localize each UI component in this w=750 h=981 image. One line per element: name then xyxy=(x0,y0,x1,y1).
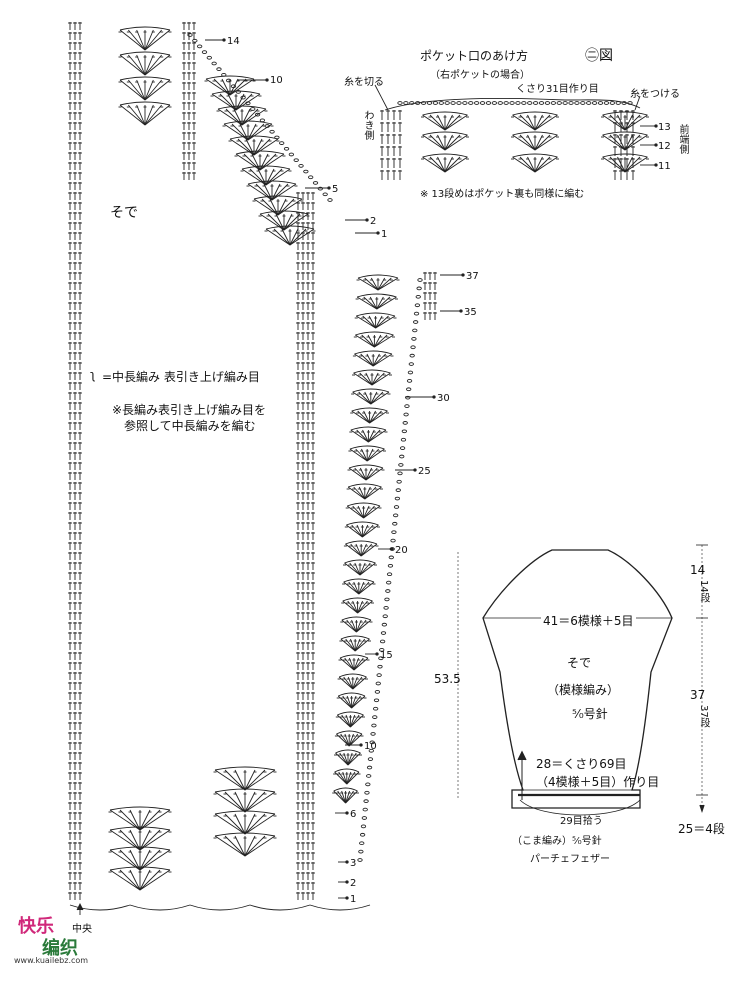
row-mark: 1 xyxy=(381,229,388,240)
body-rows-cm: 37 xyxy=(690,688,706,702)
sleeve-title: そで xyxy=(110,205,138,221)
pocket-note: ※ 13段めはポケット裏も同様に編む xyxy=(420,189,585,200)
cast-on-line-1: 28＝くさり69目 xyxy=(536,757,627,771)
row-mark: 25 xyxy=(418,466,431,477)
legend-symbol: ʅ xyxy=(90,368,96,382)
watermark-text-1: 快乐 xyxy=(18,916,54,937)
sleeve-outline xyxy=(482,549,673,809)
legend-line-1: =中長編み 表引き上げ編み目 xyxy=(102,370,260,384)
row-mark: 2 xyxy=(370,216,377,227)
cuff-measure: 25＝4段 xyxy=(678,822,725,836)
row-mark: 30 xyxy=(437,393,450,404)
watermark-logo: 快乐 编织 www.kuailebz.com xyxy=(14,912,96,974)
schematic-name: そで xyxy=(567,656,592,670)
schematic-needle: ⁵⁄₀号針 xyxy=(572,707,608,721)
cap-rows: 14段 xyxy=(698,580,709,603)
legend-line-2: ※長編み表引き上げ編み目を xyxy=(112,403,267,417)
cap-rows-cm: 14 xyxy=(690,563,706,577)
pocket-stitch-chart xyxy=(374,84,658,180)
row-mark: 37 xyxy=(466,271,479,282)
legend-line-3: 参照して中長編みを編む xyxy=(124,419,256,433)
pickup-note: 29目拾う xyxy=(560,816,603,827)
center-label: 中央 xyxy=(72,924,92,935)
pocket-row-mark: 13 xyxy=(658,122,671,133)
row-mark: 1 xyxy=(350,894,357,905)
cut-yarn-label: 糸を切る xyxy=(344,77,384,88)
chain-note: くさり31目作り目 xyxy=(516,84,599,95)
row-mark: 6 xyxy=(350,809,357,820)
height-total: 53.5 xyxy=(434,672,461,686)
attach-yarn-label: 糸をつける xyxy=(630,89,680,100)
watermark-text-2: 编织 xyxy=(42,938,78,959)
body-rows: 37段 xyxy=(698,705,709,728)
pocket-title: ポケット口のあけ方 xyxy=(420,49,529,63)
row-mark: 2 xyxy=(350,878,357,889)
schematic-pattern: （模様編み） xyxy=(547,683,620,697)
row-mark: 14 xyxy=(227,36,240,47)
cuff-pattern: （こま編み）⁵⁄₀号針 xyxy=(512,836,602,847)
row-mark: 20 xyxy=(395,545,408,556)
width-top: 41＝6模様＋5目 xyxy=(541,612,636,629)
sleeve-stitch-chart xyxy=(68,22,465,915)
row-mark: 35 xyxy=(464,307,477,318)
pocket-subtitle: （右ポケットの場合） xyxy=(430,70,530,81)
yarn-name: パーチェフェザー xyxy=(530,854,610,865)
row-mark: 3 xyxy=(350,858,357,869)
row-mark: 15 xyxy=(380,650,393,661)
front-label: 前端側 xyxy=(677,124,688,154)
pocket-row-mark: 11 xyxy=(658,161,671,172)
pocket-row-mark: 12 xyxy=(658,141,671,152)
cast-on-line-2: （4模様＋5目）作り目 xyxy=(536,775,660,789)
row-mark: 10 xyxy=(364,741,377,752)
figure-number: ㊁図 xyxy=(585,48,613,64)
side-label: わき側 xyxy=(362,110,373,140)
row-mark: 5 xyxy=(332,184,339,195)
row-mark: 10 xyxy=(270,75,283,86)
watermark-url: www.kuailebz.com xyxy=(14,956,89,965)
